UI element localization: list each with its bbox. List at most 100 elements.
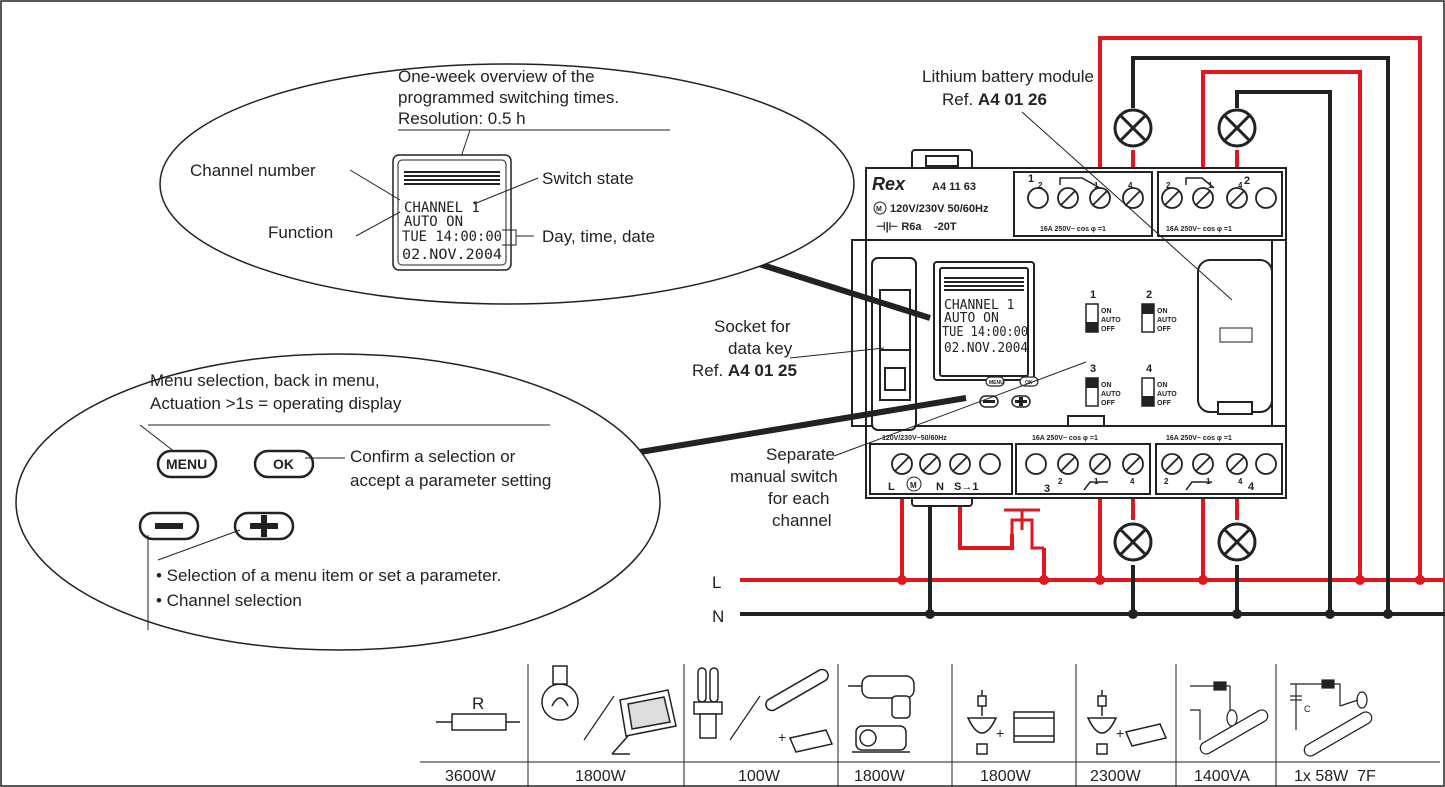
- zoom-lcd-line4: 02.NOV.2004: [402, 247, 502, 263]
- manual-switch-line2: manual switch: [730, 467, 838, 486]
- load-table: R +: [420, 664, 1440, 787]
- motor-icon: [852, 725, 910, 753]
- switch-ch1-on: ON: [1101, 308, 1112, 315]
- top-terminal-4b: 4: [1238, 181, 1243, 190]
- bottom-terminal-1b: 1: [1206, 477, 1211, 486]
- device-ok-button[interactable]: [1019, 376, 1039, 387]
- switch-ch2-number: 2: [1146, 289, 1152, 301]
- terminal-L: L: [888, 481, 895, 493]
- transformer-icon: [1013, 711, 1055, 743]
- fluorescent-compensated-icon: [1290, 679, 1373, 757]
- terminal-S: S→1: [954, 481, 978, 493]
- day-time-date-label: Day, time, date: [542, 227, 655, 246]
- line-N-label: N: [712, 607, 724, 626]
- cfl-icon: [693, 667, 723, 739]
- switch-ch2[interactable]: 2 ON AUTO OFF: [1141, 289, 1177, 333]
- lamp-icon: [1113, 108, 1153, 148]
- battery-ref-prefix: Ref.: [942, 90, 973, 109]
- device-menu-button[interactable]: [985, 376, 1005, 387]
- rating-motor: 1800W: [854, 768, 906, 785]
- zoom-lcd-line1: CHANNEL 1: [404, 200, 480, 216]
- bottom-terminal-4: 4: [1130, 477, 1135, 486]
- switch-ch4-off: OFF: [1157, 400, 1172, 407]
- switch-ch1[interactable]: 1 ON AUTO OFF: [1085, 289, 1121, 333]
- device-lcd-line2: AUTO ON: [944, 311, 999, 326]
- zoom-lcd-line3: TUE 14:00:00: [402, 229, 502, 245]
- menu-key-label: MENU: [166, 456, 207, 472]
- rating-ch3: 16A 250V~ cos φ =1: [1032, 435, 1098, 442]
- electronic-ballast-icon: [1124, 723, 1168, 747]
- socket-ref-prefix: Ref.: [692, 361, 723, 380]
- device-buttons[interactable]: MENU OK: [979, 376, 1039, 408]
- socket-label-line2: data key: [728, 339, 793, 358]
- brand-logo: Rex: [872, 174, 906, 194]
- rating-ch4-cos: cos φ =1: [1203, 435, 1232, 442]
- channel-number-label: Channel number: [190, 161, 316, 180]
- bullet-line2: • Channel selection: [156, 591, 302, 610]
- lamp-icon: [1113, 522, 1153, 562]
- switch-ch4[interactable]: 4 ON AUTO OFF: [1141, 363, 1177, 407]
- ok-key-label: OK: [273, 456, 294, 472]
- terminal-S-arrow: →1: [961, 481, 978, 493]
- battery-type-value: R6a: [901, 221, 922, 233]
- supply-rating: 120V/230V~50/60Hz: [882, 435, 947, 442]
- top-terminal-ch1-label: 1: [1028, 173, 1034, 185]
- switch-ch1-auto: AUTO: [1101, 317, 1121, 324]
- ok-key[interactable]: [253, 449, 315, 479]
- device-minus-icon: [983, 400, 995, 403]
- terminal-N: N: [936, 481, 944, 493]
- lamp-icon: [1217, 108, 1257, 148]
- motor-icon-label: M: [876, 206, 882, 213]
- bulb-icon: [541, 665, 579, 721]
- top-terminal-1: 1: [1094, 181, 1099, 190]
- rating-ch2-text: 16A 250V~: [1166, 226, 1201, 233]
- model-number: A4 11 63: [932, 181, 976, 193]
- manual-switch-line3: for each: [768, 489, 829, 508]
- switch-state-label: Switch state: [542, 169, 634, 188]
- channel-switches[interactable]: 1 ON AUTO OFF 2 ON AUTO OFF 3 ON AUTO OF…: [1085, 289, 1177, 407]
- device-voltage: 120V/230V 50/60Hz: [890, 203, 989, 215]
- overview-line3: Resolution: 0.5 h: [398, 109, 526, 128]
- switch-ch4-number: 4: [1146, 363, 1153, 375]
- rating-ch3-cos: cos φ =1: [1069, 435, 1098, 442]
- plus-key-icon-v: [261, 515, 267, 537]
- floodlight-icon: [611, 689, 677, 755]
- device-lcd-line3: TUE 14:00:00: [942, 325, 1028, 340]
- ballast-icon: [788, 729, 834, 753]
- device-lcd-line1: CHANNEL 1: [944, 298, 1014, 313]
- switch-ch2-auto: AUTO: [1157, 317, 1177, 324]
- fluorescent-uncompensated-icon: [1190, 681, 1269, 755]
- rating-resistive: 3600W: [445, 768, 497, 785]
- manual-switch-line4: channel: [772, 511, 832, 530]
- device-menu-label: MENU: [989, 380, 1004, 386]
- bullet-line1: • Selection of a menu item or set a para…: [156, 566, 501, 585]
- rating-ch4: 16A 250V~ cos φ =1: [1166, 435, 1232, 442]
- overview-line1: One-week overview of the: [398, 67, 595, 86]
- lamp-icon: [1217, 522, 1257, 562]
- fluorescent-tube-icon: [765, 668, 829, 712]
- device-plus-icon-v: [1019, 397, 1023, 406]
- rating-ch4-text: 16A 250V~: [1166, 435, 1201, 442]
- capacitor-label: C: [1304, 704, 1311, 714]
- menu-desc-line2: Actuation >1s = operating display: [150, 394, 402, 413]
- battery-label-line1: Lithium battery module: [922, 67, 1094, 86]
- lv-halogen-icon: [966, 690, 998, 755]
- motor-terminal-label: M: [910, 481, 917, 490]
- device-lcd-line4: 02.NOV.2004: [944, 341, 1028, 356]
- callout-buttons: Menu selection, back in menu, Actuation …: [15, 353, 967, 651]
- bottom-terminal-4b: 4: [1238, 477, 1243, 486]
- resistor-icon: [436, 713, 520, 731]
- switch-ch3[interactable]: 3 ON AUTO OFF: [1085, 363, 1121, 407]
- manual-switch-line1: Separate: [766, 445, 835, 464]
- menu-desc-line1: Menu selection, back in menu,: [150, 371, 380, 390]
- transformer-plus: +: [996, 725, 1004, 741]
- temp-rating: -20T: [934, 221, 957, 233]
- switch-ch4-auto: AUTO: [1157, 391, 1177, 398]
- top-terminal-2: 2: [1038, 181, 1043, 190]
- menu-key[interactable]: [156, 449, 218, 479]
- switch-ch3-off: OFF: [1101, 400, 1116, 407]
- top-terminal-ch2-label: 2: [1244, 175, 1250, 187]
- relay-contact-icons: [1059, 177, 1215, 491]
- switch-ch4-on: ON: [1157, 382, 1168, 389]
